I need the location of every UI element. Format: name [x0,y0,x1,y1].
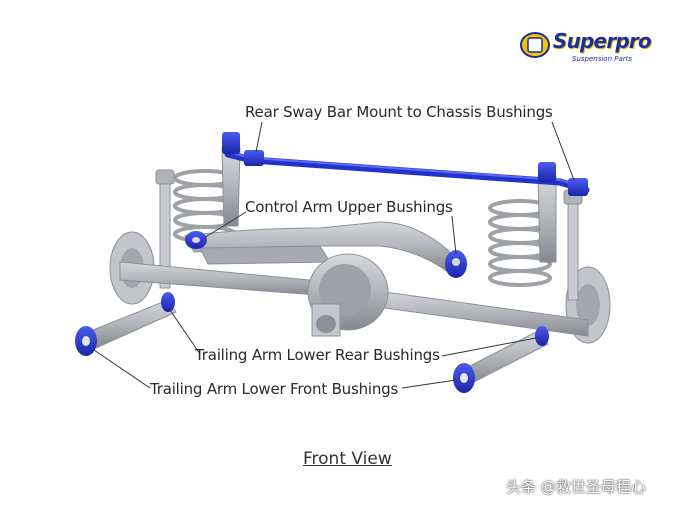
leader-lower-front-right [401,379,457,389]
watermark: 头条 @救世圣母程心 [506,478,646,496]
label-lower-front-bushings: Trailing Arm Lower Front Bushings [150,380,399,398]
left-shock [155,169,175,289]
right-coil-spring [488,199,552,287]
leader-sway-left [255,121,263,153]
brand-name: Superpro [553,29,652,53]
right-sway-bracket [537,175,557,263]
lower-front-left-bushing [75,326,97,356]
lower-front-right-bushing [453,363,475,393]
sway-bar-right-bushing [538,162,588,196]
superpro-logo-emblem [520,32,550,58]
leader-lower-front-left [93,349,151,389]
leader-upper-left [203,211,247,239]
sway-bar-left-bushing [222,132,264,166]
leader-upper-right [451,215,457,255]
label-sway-bar-bushings: Rear Sway Bar Mount to Chassis Bushings [245,103,553,121]
upper-arm-left-bushing [185,231,207,249]
view-caption: Front View [303,449,392,469]
axle-housing [119,253,589,337]
leader-lower-rear-right [441,337,537,357]
lower-rear-left-bushing [161,292,175,312]
brand-tagline: Suspension Parts [572,55,633,63]
upper-arm-right-bushing [445,250,467,278]
lower-rear-right-bushing [535,326,549,346]
leader-sway-right [551,121,575,181]
brand-logo: Superpro Suspension Parts [520,28,660,68]
label-lower-rear-bushings: Trailing Arm Lower Rear Bushings [195,346,440,364]
label-upper-arm-bushings: Control Arm Upper Bushings [245,198,453,216]
leader-lower-rear-left [169,309,201,355]
leader-lines [93,121,575,389]
sway-bar [224,150,590,194]
